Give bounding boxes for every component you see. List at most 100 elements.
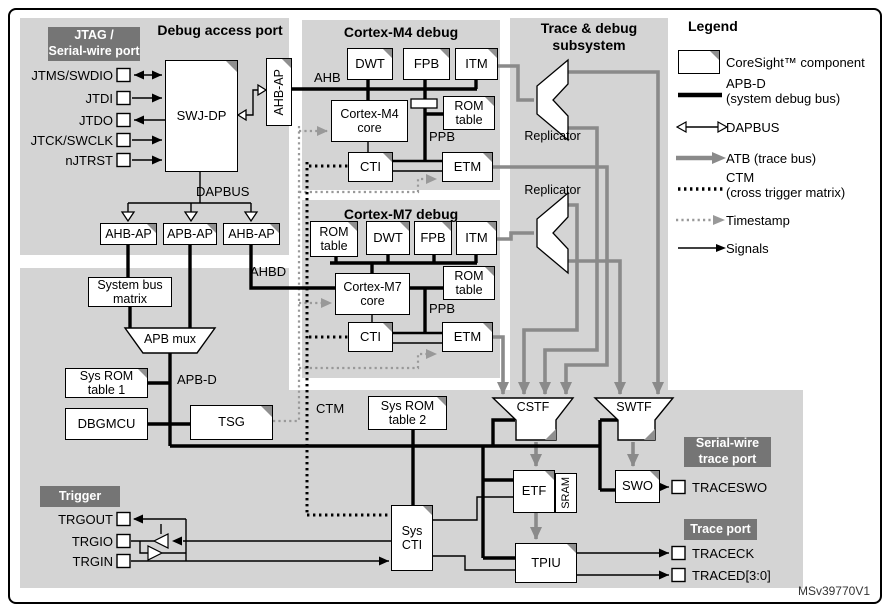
leftward-arrowheads [133, 70, 182, 546]
block-apb-ap: APB-AP [163, 223, 217, 245]
replicator-1-label: Replicator [524, 129, 581, 143]
pad-trgio [116, 533, 131, 549]
bus-label-dapbus: DAPBUS [196, 184, 250, 199]
block-m7-core: Cortex-M7 core [335, 273, 410, 315]
bus-label-ppb-m4: PPB [429, 129, 456, 144]
folded-corner [226, 61, 237, 72]
pad-trgout [116, 511, 131, 527]
legend-timestamp-label: Timestamp [726, 213, 790, 228]
pin-label-jtdi: JTDI [85, 91, 113, 106]
bus-label-ctm: CTM [316, 401, 345, 416]
block-m4-cti: CTI [348, 152, 393, 182]
legend-signals-label: Signals [726, 241, 769, 256]
chip-serial-wire-trace-port: Serial-wire trace port [684, 436, 771, 467]
bus-label-apb-d: APB-D [177, 372, 217, 387]
legend-timestamp-icon [676, 215, 725, 225]
replicator-2-label: Replicator [524, 183, 581, 197]
cstf-fold [545, 429, 556, 440]
folded-corner [483, 153, 492, 162]
folded-corner [545, 471, 554, 480]
block-dbgmcu: DBGMCU [65, 408, 148, 440]
pin-label-traceck: TRACECK [692, 546, 755, 561]
folded-corner [440, 49, 449, 58]
swtf-fold [644, 429, 655, 440]
folded-corner [650, 471, 659, 480]
pin-label-trgio: TRGIO [71, 534, 113, 549]
legend-atb-icon [676, 152, 726, 164]
block-m7-dwt: DWT [366, 221, 410, 255]
folded-corner [485, 97, 494, 106]
block-ahb-ap-top: AHB-AP [266, 58, 292, 126]
pin-label-jtck: JTCK/SWCLK [30, 133, 113, 148]
folded-corner [383, 323, 392, 332]
folded-corner [485, 267, 494, 276]
apb-mux-shape [123, 327, 217, 354]
folded-corner [207, 224, 216, 233]
atb-trace-buses [493, 64, 664, 540]
folded-corner [282, 59, 291, 68]
pin-label-traceswo: TRACESWO [692, 480, 768, 495]
block-system-bus-matrix: System bus matrix [88, 277, 172, 307]
folded-corner [383, 49, 392, 58]
io-pads [116, 67, 686, 583]
title-legend: Legend [688, 18, 738, 34]
chip-jtag-serial-wire-port: JTAG / Serial-wire port [48, 27, 140, 61]
timestamp-lines [273, 126, 437, 423]
pin-label-jtdo: JTDO [79, 113, 113, 128]
dapbus-hollow-arrows [120, 83, 268, 223]
block-swj-dp: SWJ-DP [165, 60, 238, 172]
legend-coresight-label: CoreSight™ component [726, 55, 865, 70]
bus-label-ahb: AHB [314, 70, 341, 85]
folded-corner [710, 51, 719, 60]
block-m7-fpb: FPB [414, 221, 452, 255]
block-ahb-ap-1: AHB-AP [100, 223, 157, 245]
pad-njtrst [116, 152, 131, 168]
trigger-buffer-out [147, 545, 164, 561]
trigger-buffer-in [152, 533, 169, 549]
pin-label-jtms: JTMS/SWDIO [31, 68, 113, 83]
folded-corner [488, 49, 497, 58]
legend-apb-d-icon [678, 92, 722, 98]
ahb-ppb-bridge [410, 98, 438, 109]
title-cortex-m4-debug: Cortex-M4 debug [343, 24, 459, 40]
block-ahb-ap-2: AHB-AP [223, 223, 280, 245]
pad-jtms [116, 67, 131, 83]
block-m4-core: Cortex-M4 core [331, 100, 408, 142]
panel-trace-subsystem [510, 18, 668, 390]
folded-corner [437, 397, 446, 406]
core-cti-links [367, 142, 442, 344]
pad-jtdi [116, 90, 131, 106]
chip-trigger: Trigger [40, 486, 120, 507]
pad-jtck [116, 132, 131, 148]
block-m4-fpb: FPB [403, 48, 450, 80]
ctm-lines [305, 162, 391, 517]
replicator-1-shape [536, 58, 569, 142]
legend-atb-label: ATB (trace bus) [726, 151, 817, 166]
pin-label-njtrst: nJTRST [65, 153, 113, 168]
folded-corner [383, 153, 392, 162]
block-m4-etm: ETM [442, 152, 493, 182]
folded-corner [423, 506, 432, 515]
title-cortex-m7-debug: Cortex-M7 debug [343, 206, 459, 222]
folded-corner [442, 222, 451, 231]
folded-corner [261, 406, 272, 417]
block-m7-itm: ITM [456, 221, 497, 255]
block-m4-itm: ITM [455, 48, 498, 80]
pin-label-trgout: TRGOUT [58, 512, 113, 527]
legend-apb-d-label: APB-D (system debug bus) [726, 76, 841, 107]
legend-coresight-icon [678, 50, 720, 74]
block-sys-rom-table-2: Sys ROM table 2 [368, 396, 447, 430]
legend-dapbus-icon [676, 120, 728, 134]
pad-traced [671, 567, 686, 583]
swtf-label: SWTF [616, 400, 652, 414]
folded-corner [348, 222, 357, 231]
block-m7-rom-table-left: ROM table [310, 221, 358, 257]
block-m4-rom-table: ROM table [443, 96, 495, 130]
chip-trace-port: Trace port [684, 519, 757, 540]
block-etf: ETF [513, 470, 555, 513]
legend-ctm-label: CTM (cross trigger matrix) [726, 170, 846, 201]
legend-dapbus-label: DAPBUS [726, 120, 780, 135]
folded-corner [487, 222, 496, 231]
block-m4-dwt: DWT [347, 48, 393, 80]
